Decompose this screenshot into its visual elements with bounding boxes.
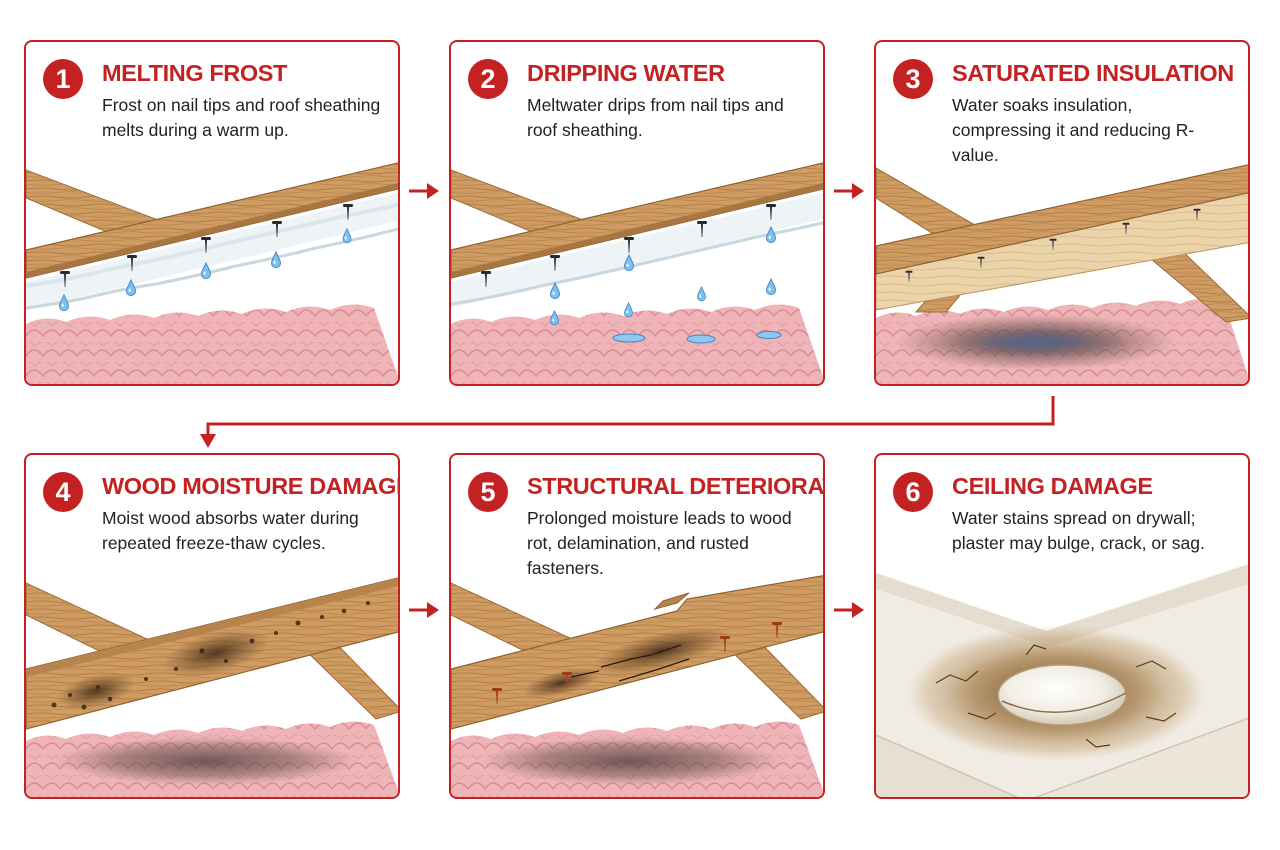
step-number-badge: 4 (43, 472, 83, 512)
arrow-right-icon (834, 602, 864, 618)
melting-frost-illustration (26, 162, 398, 384)
step-number-badge: 5 (468, 472, 508, 512)
arrow-right-icon (834, 183, 864, 199)
step-panel-6: 6 CEILING DAMAGE Water stains spread on … (874, 453, 1250, 799)
step-number-badge: 3 (893, 59, 933, 99)
step-description: Meltwater drips from nail tips and roof … (527, 95, 784, 140)
saturated-insulation-illustration (876, 164, 1248, 384)
step-number-badge: 1 (43, 59, 83, 99)
arrow-right-icon (409, 602, 439, 618)
step-panel-5: 5 STRUCTURAL DETERIORATION Prolonged moi… (449, 453, 825, 799)
step-description: Water soaks insulation, compressing it a… (952, 95, 1195, 165)
step-number-badge: 6 (893, 472, 933, 512)
step-title: STRUCTURAL DETERIORATION (527, 473, 823, 499)
step-description: Frost on nail tips and roof sheathing me… (102, 95, 381, 140)
structural-deterioration-illustration (451, 575, 823, 797)
step-panel-3: 3 SATURATED INSULATION Water soaks insul… (874, 40, 1250, 386)
step-panel-1: 1 MELTING FROST Frost on nail tips and r… (24, 40, 400, 386)
step-title: DRIPPING WATER (527, 60, 725, 86)
step-panel-4: 4 WOOD MOISTURE DAMAGE Moist wood absorb… (24, 453, 400, 799)
step-panel-2: 2 DRIPPING WATER Meltwater drips from na… (449, 40, 825, 386)
step-number-badge: 2 (468, 59, 508, 99)
step-title: CEILING DAMAGE (952, 473, 1153, 499)
arrow-right-icon (409, 183, 439, 199)
step-title: WOOD MOISTURE DAMAGE (102, 473, 400, 499)
dripping-water-illustration (451, 162, 823, 384)
step-title: SATURATED INSULATION (952, 60, 1234, 86)
wood-moisture-damage-illustration (26, 577, 398, 797)
step-description: Prolonged moisture leads to wood rot, de… (527, 508, 792, 578)
step-description: Water stains spread on drywall; plaster … (952, 508, 1205, 553)
step-title: MELTING FROST (102, 60, 287, 86)
step-description: Moist wood absorbs water during repeated… (102, 508, 359, 553)
ceiling-damage-illustration (876, 564, 1248, 797)
